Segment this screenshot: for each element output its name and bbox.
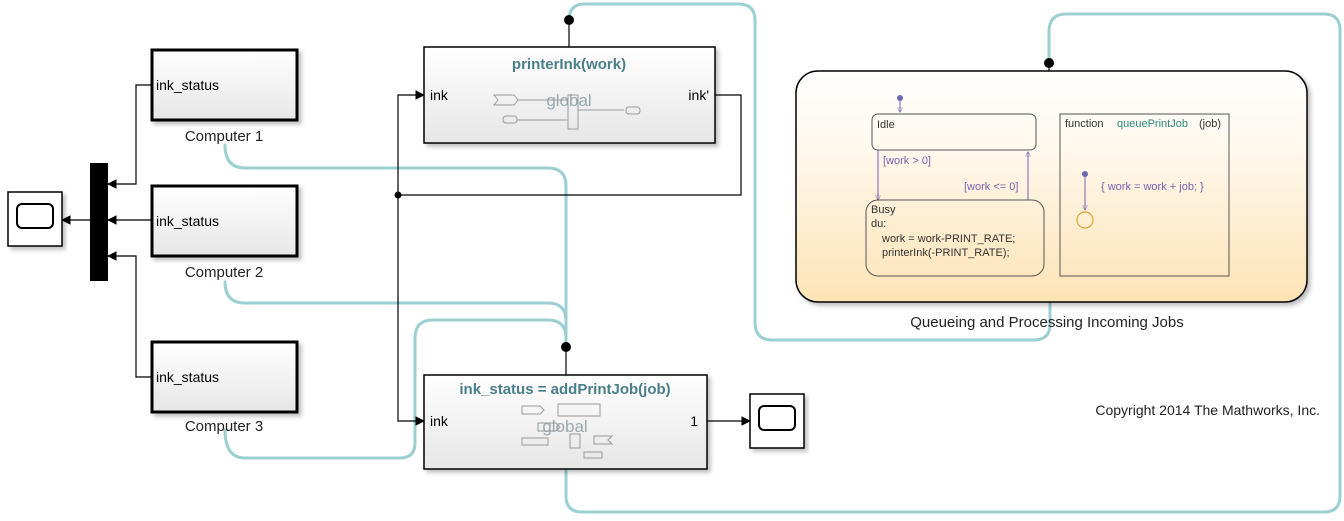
wire-branch-to-addjob <box>397 195 425 426</box>
add-print-job-block[interactable]: ink_status = addPrintJob(job) ink 1 glob… <box>423 374 708 470</box>
block-thumbnail <box>492 94 641 130</box>
wire-printer-feedback <box>398 94 742 196</box>
scope-block-2[interactable] <box>749 393 805 449</box>
out-port-label: ink' <box>688 87 709 103</box>
junction-dot <box>394 191 402 199</box>
stateflow-chart[interactable]: Idle [work > 0] [work <= 0] Busy du: wor… <box>795 70 1308 331</box>
idle-state[interactable]: Idle <box>871 113 1037 151</box>
out-port-label: 1 <box>690 413 698 429</box>
scope-icon <box>16 203 54 229</box>
block-title: ink_status = addPrintJob(job) <box>459 381 670 398</box>
block-watermark: global <box>546 91 591 110</box>
copyright-text: Copyright 2014 The Mathworks, Inc. <box>1095 402 1320 418</box>
state-action: work = work-PRINT_RATE; <box>881 233 1015 245</box>
block-watermark: global <box>542 417 587 436</box>
port-label: ink_status <box>156 213 219 229</box>
state-action: printerInk(-PRINT_RATE); <box>882 247 1010 259</box>
default-transition <box>897 95 903 112</box>
scope-icon <box>758 405 796 431</box>
graphical-function[interactable]: function queuePrintJob (job) { work = wo… <box>1059 113 1230 277</box>
block-caption: Computer 2 <box>185 264 263 281</box>
condition-to-idle: [work <= 0] <box>964 181 1018 193</box>
block-caption: Computer 1 <box>185 128 263 145</box>
printer-ink-block[interactable]: printerInk(work) ink ink' global <box>423 46 716 144</box>
wire-branch-to-printer <box>397 90 425 195</box>
in-port-label: ink <box>430 87 449 103</box>
mux-block[interactable] <box>90 163 108 281</box>
data-store-wires <box>223 2 1342 514</box>
dsm-wire-computer2 <box>223 280 568 347</box>
function-name: queuePrintJob <box>1117 118 1188 130</box>
port-label: ink_status <box>156 77 219 93</box>
dsm-wire-printer <box>567 2 1052 342</box>
connective-junction <box>1076 211 1094 229</box>
chart-caption: Queueing and Processing Incoming Jobs <box>910 314 1184 331</box>
wire-c3-to-mux <box>107 251 152 378</box>
function-args: (job) <box>1199 118 1221 130</box>
dsm-wire-chart-loop <box>564 12 1342 514</box>
dsm-wire-computer3 <box>223 318 568 460</box>
dsm-wire-computer1 <box>223 143 568 347</box>
function-body: { work = work + job; } <box>1101 181 1204 193</box>
computer-block-1[interactable]: ink_status Computer 1 <box>150 48 299 145</box>
scope-block-1[interactable] <box>7 191 63 247</box>
busy-state[interactable]: Busy du: work = work-PRINT_RATE; printer… <box>865 199 1045 277</box>
state-label: Busy <box>871 204 896 216</box>
block-thumbnail <box>521 403 614 459</box>
function-keyword: function <box>1065 118 1104 130</box>
computer-block-2[interactable]: ink_status Computer 2 <box>150 184 299 281</box>
in-port-label: ink <box>430 413 449 429</box>
state-label: Idle <box>877 119 895 131</box>
wire-c1-to-mux <box>107 84 152 189</box>
block-title: printerInk(work) <box>512 56 626 73</box>
condition-to-busy: [work > 0] <box>883 155 931 167</box>
signal-wires <box>61 84 751 426</box>
port-label: ink_status <box>156 369 219 385</box>
computer-block-3[interactable]: ink_status Computer 3 <box>150 340 299 435</box>
state-action-label: du: <box>871 218 886 230</box>
block-caption: Computer 3 <box>185 418 263 435</box>
